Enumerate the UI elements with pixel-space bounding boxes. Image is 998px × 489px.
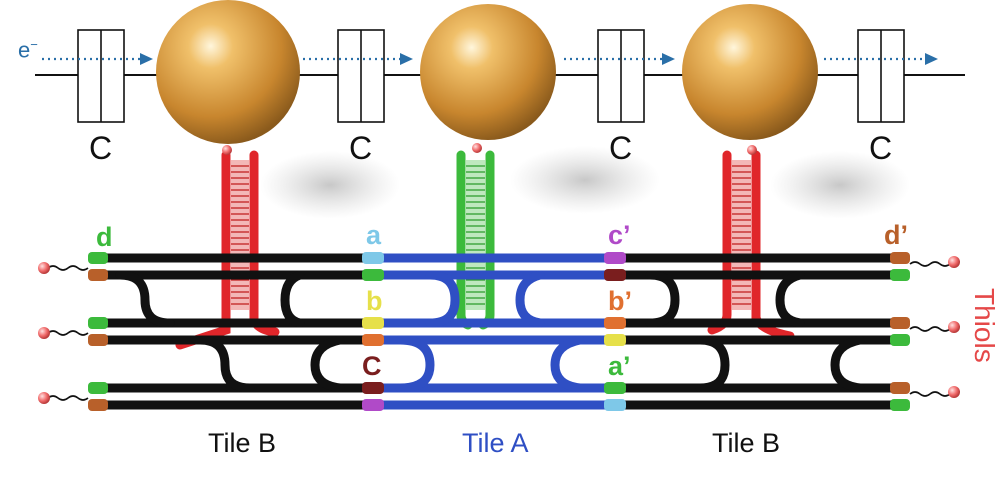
- sticky-end-d-prime: [890, 252, 910, 264]
- thiol-sphere: [948, 256, 960, 268]
- sticky-end: [88, 269, 108, 281]
- tile-b-left: [95, 253, 373, 410]
- thiols-right: [909, 261, 951, 397]
- gold-particle: [420, 4, 556, 140]
- capacitor-label: C: [609, 130, 633, 166]
- capacitor-label: C: [869, 130, 893, 166]
- sticky-end: [604, 334, 626, 346]
- electron-flow-arrowheads: [140, 53, 938, 65]
- capacitor-1: [77, 29, 125, 123]
- sticky-end: [88, 334, 108, 346]
- sticky-end: [362, 269, 384, 281]
- end-label-c: C: [362, 351, 382, 381]
- tile-label-right: Tile B: [712, 428, 781, 458]
- capacitor-2: [337, 29, 385, 123]
- end-label-b: b: [366, 286, 383, 316]
- sticky-end: [604, 399, 626, 411]
- capacitors: [77, 29, 905, 123]
- end-label-a-prime: a’: [608, 351, 631, 381]
- thiol-spheres: [38, 256, 960, 404]
- capacitor-4: [857, 29, 905, 123]
- sticky-end-b: [362, 317, 384, 329]
- tile-b-right: [612, 253, 905, 410]
- sticky-end-a-prime: [604, 382, 626, 394]
- thiol-sphere: [948, 386, 960, 398]
- sticky-end: [604, 269, 626, 281]
- tile-a-center: [365, 253, 620, 410]
- end-label-b-prime: b’: [608, 286, 632, 316]
- thiol-sphere: [948, 321, 960, 333]
- arrowhead: [662, 53, 675, 65]
- sticky-end: [890, 317, 910, 329]
- thiols-left: [47, 265, 89, 401]
- sticky-ends: [88, 252, 910, 411]
- capacitor-label: C: [349, 130, 373, 166]
- capacitor-label: C: [89, 130, 113, 166]
- arrowhead: [925, 53, 938, 65]
- particle-shadow: [510, 146, 660, 214]
- sticky-end-c-prime: [604, 252, 626, 264]
- sticky-end-d: [88, 252, 108, 264]
- sticky-end: [88, 382, 108, 394]
- sticky-end: [890, 334, 910, 346]
- thiol-sphere: [38, 392, 50, 404]
- thiol-sphere: [38, 327, 50, 339]
- gold-particle: [156, 0, 300, 144]
- sticky-end-c: [362, 382, 384, 394]
- arrowhead: [400, 53, 413, 65]
- gold-particle: [682, 4, 818, 140]
- particle-shadow: [770, 151, 910, 219]
- end-label-c-prime: c’: [608, 220, 631, 250]
- sticky-end-a: [362, 252, 384, 264]
- stem-center-green: [456, 143, 495, 330]
- stem-left-red: [175, 145, 280, 350]
- arrowhead: [140, 53, 153, 65]
- dna-tiles: [38, 252, 960, 411]
- end-label-a: a: [366, 220, 382, 250]
- particle-shadow: [260, 151, 400, 219]
- sticky-end: [362, 399, 384, 411]
- sticky-end: [890, 399, 910, 411]
- thiols-label: Thiols: [969, 288, 998, 363]
- end-label-d: d: [96, 222, 113, 252]
- electron-label: e−: [18, 37, 38, 63]
- sticky-end: [890, 269, 910, 281]
- gold-particles: [156, 0, 818, 144]
- sticky-end: [88, 399, 108, 411]
- end-label-d-prime: d’: [884, 220, 908, 250]
- capacitor-3: [597, 29, 645, 123]
- particle-shadows: [260, 146, 910, 219]
- sticky-end: [890, 382, 910, 394]
- sticky-end-b-prime: [604, 317, 626, 329]
- thiol-sphere: [38, 262, 50, 274]
- sticky-end: [362, 334, 384, 346]
- electron-symbol: e: [18, 37, 31, 63]
- sticky-end: [88, 317, 108, 329]
- tile-label-center: Tile A: [462, 428, 529, 458]
- tile-label-left: Tile B: [208, 428, 277, 458]
